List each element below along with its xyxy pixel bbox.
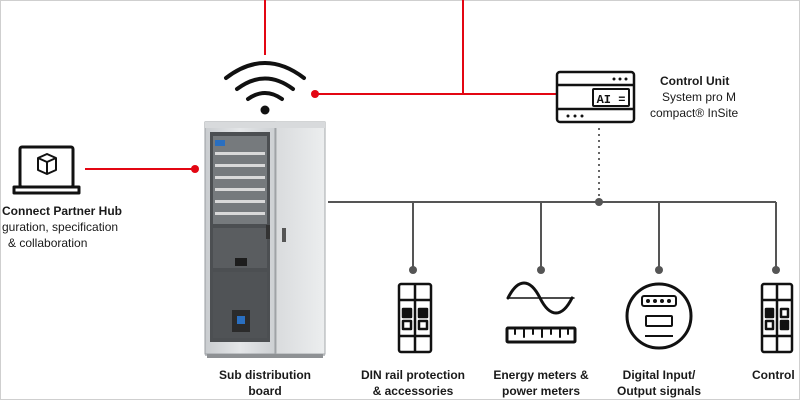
sub-distribution-label-line1: Sub distribution bbox=[219, 368, 311, 382]
sine-wave-meter-icon bbox=[505, 281, 577, 344]
energy-meters-label-line1: Energy meters & bbox=[493, 368, 589, 382]
control-unit-title: Control Unit bbox=[660, 74, 730, 88]
red-connections bbox=[85, 0, 556, 170]
bus-node-din bbox=[409, 266, 417, 274]
bus-node-control bbox=[772, 266, 780, 274]
control-label: Control bbox=[752, 368, 795, 382]
connect-hub-line2: guration, specification bbox=[2, 220, 119, 234]
wifi-line-node bbox=[311, 90, 319, 98]
control-unit-display-text: AI = bbox=[597, 93, 626, 107]
gauge-meter-icon bbox=[625, 282, 693, 350]
digital-io-label-line1: Digital Input/ bbox=[622, 368, 696, 382]
sub-distribution-label-line2: board bbox=[248, 384, 282, 398]
wifi-icon bbox=[224, 61, 306, 115]
control-unit-device-icon bbox=[555, 70, 636, 124]
grey-bus bbox=[328, 201, 777, 270]
energy-meters-label-line2: power meters bbox=[501, 384, 581, 398]
connect-hub-line3: & collaboration bbox=[8, 236, 88, 250]
control-unit-line2: System pro M bbox=[662, 90, 737, 104]
din-rail-breaker-icon bbox=[397, 282, 433, 354]
digital-io-label-line2: Output signals bbox=[617, 384, 701, 398]
din-rail-label-line1: DIN rail protection bbox=[360, 368, 465, 382]
din-rail-label-line2: & accessories bbox=[372, 384, 454, 398]
distribution-cabinet-icon bbox=[204, 121, 326, 358]
bus-node-digital bbox=[655, 266, 663, 274]
control-unit-line3: compact® InSite bbox=[650, 106, 739, 120]
connect-hub-title: Connect Partner Hub bbox=[2, 204, 123, 218]
cabinet-line-node bbox=[191, 165, 199, 173]
bus-node-control-unit bbox=[595, 198, 603, 206]
bus-node-energy bbox=[537, 266, 545, 274]
bus-nodes bbox=[409, 198, 780, 274]
control-module-icon bbox=[760, 282, 794, 354]
laptop-cube-icon bbox=[12, 145, 81, 195]
